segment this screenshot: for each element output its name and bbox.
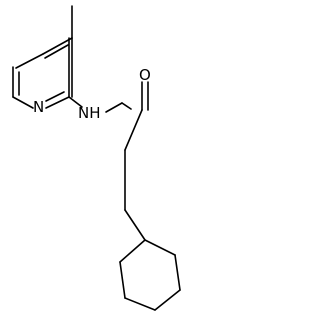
bond-ring-1-inner xyxy=(44,44,69,59)
bond-cyclohexane-1 xyxy=(144,239,176,256)
bond-cyclohexane-4 xyxy=(124,297,156,311)
structure-diagram: N NH O xyxy=(12,5,181,311)
atom-label-ring-nitrogen: N xyxy=(33,98,44,116)
atom-label-oxygen: O xyxy=(139,66,151,84)
bond-cyclohexane-2 xyxy=(174,254,181,291)
bond-ring-to-nh xyxy=(68,96,83,108)
bond-chain-3 xyxy=(124,209,146,241)
bond-ring-2 xyxy=(15,53,44,69)
bond-cyclohexane-5 xyxy=(119,261,126,299)
bond-carbonyl-to-alpha xyxy=(121,102,132,110)
bond-ring-1 xyxy=(42,37,73,55)
bond-cyclohexane-3 xyxy=(154,289,181,311)
bond-ring-5 xyxy=(45,96,70,109)
bond-cyclohexane-6 xyxy=(119,239,146,263)
atom-label-amide-nitrogen: NH xyxy=(78,104,101,122)
bond-nh-to-carbonyl xyxy=(105,102,123,113)
bond-ring-4 xyxy=(12,96,34,109)
bond-ring-5-inner xyxy=(45,91,65,102)
bond-chain-1 xyxy=(124,109,143,151)
